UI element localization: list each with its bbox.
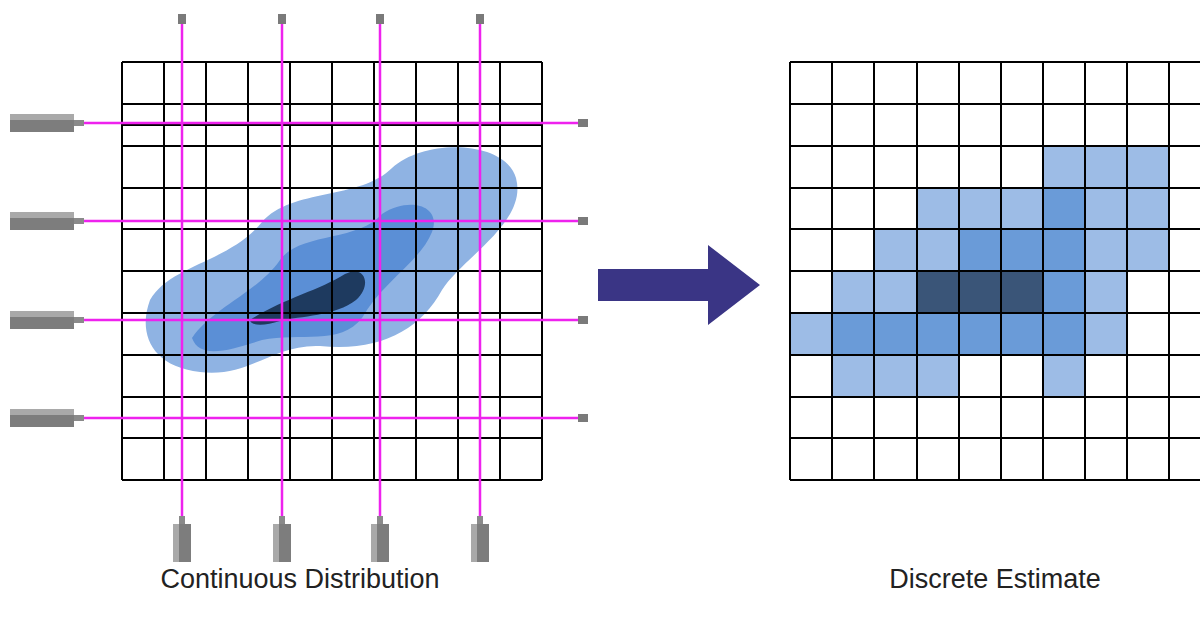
emitter-tip <box>377 516 383 524</box>
emitter <box>273 524 291 562</box>
emitter <box>371 524 389 562</box>
emitter <box>10 409 74 427</box>
grid-line <box>790 103 1200 105</box>
emitter-shine <box>273 524 279 562</box>
panel-caption: Discrete Estimate <box>790 564 1200 595</box>
estimate-cell <box>1043 271 1085 313</box>
panel-caption: Continuous Distribution <box>10 564 590 595</box>
grid-line <box>790 61 1200 63</box>
sensor-beam <box>379 20 382 520</box>
estimate-cell <box>917 355 959 397</box>
estimate-cell <box>832 355 874 397</box>
estimate-cell <box>832 271 874 313</box>
emitter-tip <box>74 415 84 421</box>
receiver <box>578 316 588 324</box>
estimate-cell <box>959 229 1001 271</box>
estimate-cell <box>917 188 959 229</box>
estimate-cell <box>1001 271 1043 313</box>
distribution-core <box>250 271 365 324</box>
emitter-shine <box>10 212 74 218</box>
grid-line <box>790 270 1200 272</box>
estimate-cell <box>1127 188 1169 229</box>
sensor-beam <box>84 122 582 125</box>
estimate-cell <box>874 355 917 397</box>
estimate-cell <box>959 313 1001 355</box>
emitter-tip <box>74 218 84 224</box>
receiver <box>178 14 186 24</box>
estimate-cell <box>874 271 917 313</box>
receiver <box>578 119 588 127</box>
emitter <box>10 212 74 230</box>
sensor-beam <box>281 20 284 520</box>
receiver <box>578 414 588 422</box>
grid-line <box>790 354 1200 356</box>
grid-line <box>790 228 1200 230</box>
estimate-cell <box>1085 229 1127 271</box>
receiver <box>376 14 384 24</box>
estimate-cell <box>790 313 832 355</box>
emitter-tip <box>279 516 285 524</box>
emitter-tip <box>179 516 185 524</box>
sensor-beam <box>84 220 582 223</box>
grid-line <box>790 187 1200 189</box>
receiver <box>476 14 484 24</box>
emitter-tip <box>477 516 483 524</box>
emitter-shine <box>10 409 74 415</box>
sensor-beam <box>181 20 184 520</box>
estimate-cell <box>1127 146 1169 188</box>
estimate-cell <box>1085 313 1127 355</box>
estimate-cell <box>1001 229 1043 271</box>
grid-line <box>790 312 1200 314</box>
emitter <box>10 114 74 132</box>
estimate-cell <box>1043 355 1085 397</box>
estimate-cell <box>1043 146 1085 188</box>
grid-line <box>790 479 1200 481</box>
estimate-cell <box>1043 313 1085 355</box>
estimate-cell <box>1085 271 1127 313</box>
estimate-cell <box>1127 229 1169 271</box>
estimate-cell <box>1043 229 1085 271</box>
estimate-cell <box>917 229 959 271</box>
sensor-beam <box>84 417 582 420</box>
estimate-cell <box>959 188 1001 229</box>
estimate-cell <box>874 229 917 271</box>
estimate-cell <box>832 313 874 355</box>
emitter-tip <box>74 317 84 323</box>
estimate-cell <box>1085 146 1127 188</box>
distribution-middle <box>192 205 434 351</box>
grid-line <box>790 145 1200 147</box>
estimate-cell <box>874 313 917 355</box>
estimate-cell <box>1085 188 1127 229</box>
emitter-shine <box>371 524 377 562</box>
estimate-cell <box>917 271 959 313</box>
estimate-cell <box>917 313 959 355</box>
emitter-shine <box>173 524 179 562</box>
sensor-beams <box>10 14 588 562</box>
receiver <box>278 14 286 24</box>
grid-panel: Continuous Distribution <box>10 14 590 614</box>
emitter-shine <box>10 311 74 317</box>
estimate-cell <box>1001 188 1043 229</box>
sensor-beam <box>479 20 482 520</box>
estimate-cell <box>959 271 1001 313</box>
grid-line <box>790 437 1200 439</box>
emitter <box>173 524 191 562</box>
emitter-shine <box>471 524 477 562</box>
block-arrow <box>598 245 760 325</box>
emitter <box>10 311 74 329</box>
estimate-cell <box>1001 313 1043 355</box>
emitter-tip <box>74 120 84 126</box>
receiver <box>578 217 588 225</box>
grid-line <box>790 396 1200 398</box>
emitter-shine <box>10 114 74 120</box>
emitter <box>471 524 489 562</box>
grid-panel: Discrete Estimate <box>790 14 1200 614</box>
sensor-beam <box>84 319 582 322</box>
estimate-cell <box>1043 188 1085 229</box>
grid <box>790 62 1200 480</box>
